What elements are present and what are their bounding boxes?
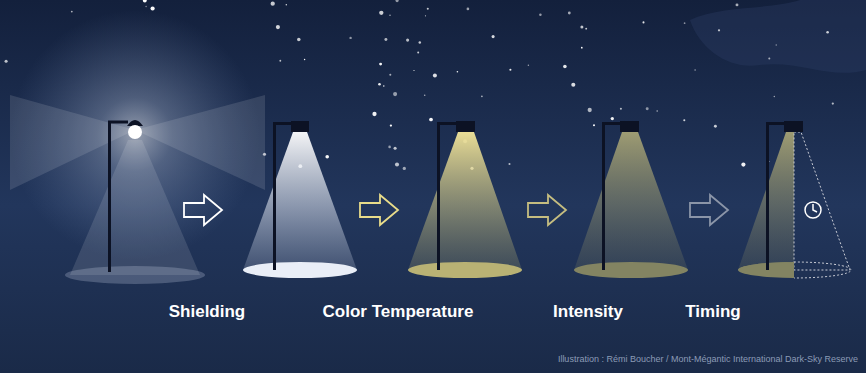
star	[620, 108, 622, 110]
star	[349, 37, 351, 39]
star	[71, 11, 73, 13]
star	[383, 85, 384, 86]
star	[271, 2, 275, 6]
step-label: Color Temperature	[323, 302, 474, 322]
star	[642, 21, 644, 23]
star	[832, 102, 834, 104]
star	[492, 35, 495, 38]
star	[528, 65, 529, 66]
star	[694, 69, 695, 70]
star	[826, 31, 829, 34]
star	[297, 38, 301, 42]
star	[396, 0, 399, 2]
step-label: Shielding	[169, 302, 246, 322]
star	[425, 15, 426, 16]
star	[384, 38, 387, 41]
star	[776, 44, 777, 45]
star	[390, 124, 392, 126]
star	[457, 71, 459, 73]
star	[509, 69, 511, 71]
star	[286, 4, 287, 5]
star	[427, 8, 429, 10]
star	[714, 125, 717, 128]
star	[467, 8, 470, 11]
star	[736, 3, 739, 6]
star	[379, 11, 383, 15]
star	[768, 58, 770, 60]
star	[151, 6, 155, 10]
star	[279, 60, 281, 62]
star	[580, 25, 583, 28]
credit-note: Illustration : Rémi Boucher / Mont-Mégan…	[558, 354, 858, 364]
star	[646, 107, 649, 110]
star	[481, 96, 483, 98]
star	[656, 110, 658, 112]
star	[585, 28, 587, 30]
star	[588, 108, 592, 112]
star	[539, 13, 542, 16]
star	[372, 112, 376, 116]
star	[143, 0, 147, 2]
star	[563, 65, 567, 69]
star	[403, 167, 406, 170]
star	[581, 47, 583, 49]
star	[571, 83, 575, 87]
star	[388, 146, 391, 149]
star	[433, 73, 437, 77]
star	[419, 41, 421, 43]
star	[276, 25, 280, 29]
star	[718, 29, 720, 31]
star	[406, 39, 409, 42]
star	[145, 6, 146, 7]
star	[611, 117, 614, 120]
star	[393, 92, 397, 96]
star	[429, 118, 433, 122]
star	[304, 59, 305, 60]
star	[5, 60, 8, 63]
star	[508, 163, 510, 165]
star	[417, 52, 419, 54]
star	[378, 83, 381, 86]
star	[684, 22, 686, 24]
star	[683, 119, 685, 121]
step-label: Timing	[685, 302, 740, 322]
star	[741, 163, 745, 167]
star	[424, 95, 426, 97]
star	[774, 96, 775, 97]
star	[325, 155, 329, 159]
star	[593, 124, 595, 126]
star	[389, 15, 390, 16]
star	[379, 63, 382, 66]
star	[395, 162, 399, 166]
star	[394, 147, 397, 150]
star	[413, 70, 414, 71]
star	[568, 12, 571, 15]
star	[389, 74, 391, 76]
step-label: Intensity	[553, 302, 623, 322]
